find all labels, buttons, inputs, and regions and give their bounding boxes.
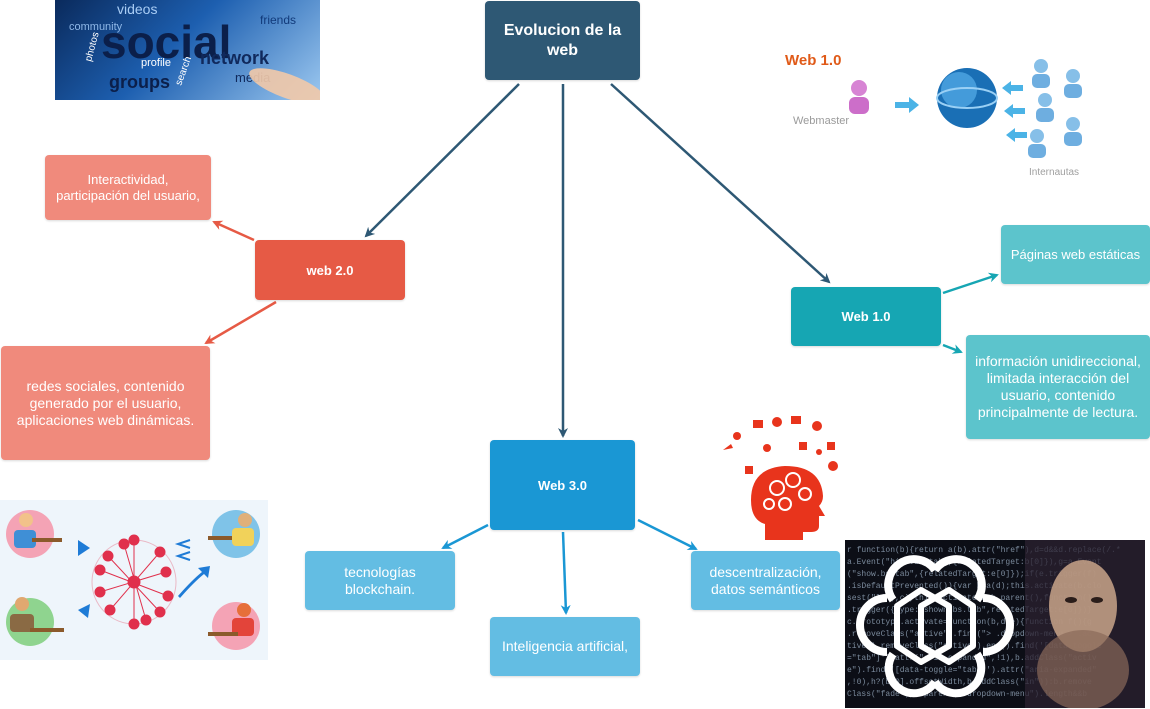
svg-text:groups: groups [109,72,170,92]
web3-node[interactable]: Web 3.0 [490,440,635,530]
svg-text:("show.bs.tab",{relatedTarget:: ("show.bs.tab",{relatedTarget:e[0]});if(… [847,570,1097,579]
svg-text:.trigger({type:"shown.bs.tab",: .trigger({type:"shown.bs.tab",relatedTar… [847,606,1092,615]
svg-text:profile: profile [141,57,171,69]
arrow-web3-to-decentral [637,518,698,551]
web3-blockchain-text: tecnologías blockchain. [344,563,416,597]
svg-text:social: social [101,16,231,68]
ai-head-image [715,410,845,540]
arrow-web2-to-interactivity [212,220,255,242]
web2-interactivity-text: Interactividad, participación del usuari… [56,171,200,203]
svg-text:sest("li"),c),this.activate(h,: sest("li"),c),this.activate(h,h.parent()… [847,594,1102,603]
web1-info-text: información unidireccional, limitada int… [975,353,1141,420]
web3-decentral-node[interactable]: descentralización, datos semánticos [691,551,840,610]
root-title: Evolucion de la web [503,21,622,59]
web2-network-image [0,500,268,660]
web2-label: web 2.0 [306,262,354,278]
web2-interactivity-node[interactable]: Interactividad, participación del usuari… [45,155,211,220]
web1-label: Web 1.0 [841,309,891,324]
svg-text:videos: videos [117,1,157,17]
webmaster-to-users-diagram-icon: Web 1.0 Webmaster Internautas [785,52,1082,178]
web3-label: Web 3.0 [538,477,587,493]
arrow-web3-to-ai [560,531,571,615]
web1-static-text: Páginas web estáticas [1010,247,1141,262]
web1-info-node[interactable]: información unidireccional, limitada int… [966,335,1150,439]
svg-text:Webmaster: Webmaster [793,115,849,127]
svg-text:friends: friends [260,13,296,27]
web3-blockchain-node[interactable]: tecnologías blockchain. [305,551,455,610]
svg-text:r function(b){return a(b).attr: r function(b){return a(b).attr("href"),d… [847,546,1121,555]
web2-node[interactable]: web 2.0 [255,240,405,300]
ai-code-image: r function(b){return a(b).attr("href"),d… [845,540,1145,708]
svg-text:.isDefaultPrevented()){var h=a: .isDefaultPrevented()){var h=a(d);this.a… [847,582,1102,591]
svg-text:Internautas: Internautas [1029,167,1079,178]
svg-text:photos: photos [83,31,101,63]
web3-decentral-text: descentralización, datos semánticos [709,563,822,597]
web2-social-text: redes sociales, contenido generado por e… [16,377,195,428]
arrow-web1-to-static [942,272,999,295]
svg-text:="tab"]').attr("aria-expanded": ="tab"]').attr("aria-expanded",!1),b.add… [847,654,1097,663]
web2-social-node[interactable]: redes sociales, contenido generado por e… [1,346,210,460]
svg-text:Web 1.0: Web 1.0 [785,52,841,69]
web3-ai-node[interactable]: Inteligencia artificial, [490,617,640,676]
svg-text:.removeClass("active").find(">: .removeClass("active").find("> .dropdown… [847,630,1092,639]
svg-text:,!0),h?(b[0].offsetWidth,b.add: ,!0),h?(b[0].offsetWidth,b.addClass("in"… [847,678,1092,687]
web1-static-node[interactable]: Páginas web estáticas [1001,225,1150,284]
people-network-illustration-icon [6,510,260,650]
arrow-root-to-web1 [610,83,831,284]
web3-ai-text: Inteligencia artificial, [501,638,629,654]
svg-text:community: community [69,21,123,33]
openai-logo-over-code-icon: r function(b){return a(b).attr("href"),d… [847,540,1145,708]
svg-text:network: network [200,48,270,68]
web1-diagram-image: Web 1.0 Webmaster Internautas [775,40,1105,182]
svg-text:e").find('[data-toggle="tab"]': e").find('[data-toggle="tab"]').attr("ar… [847,666,1097,675]
brain-head-icons-icon [723,416,838,540]
social-network-collage-icon: community videos social network groups p… [69,1,320,100]
arrow-root-to-web2 [364,83,520,238]
arrow-web3-to-blockchain [441,523,489,550]
arrow-web2-to-social [204,300,277,345]
root-node[interactable]: Evolucion de la web [485,1,640,80]
arrow-web1-to-info [942,343,963,354]
web1-node[interactable]: Web 1.0 [791,287,941,346]
social-network-image: community videos social network groups p… [55,0,320,100]
svg-text:c.prototype.activate=function(: c.prototype.activate=function(b,d,e){fun… [847,618,1092,627]
